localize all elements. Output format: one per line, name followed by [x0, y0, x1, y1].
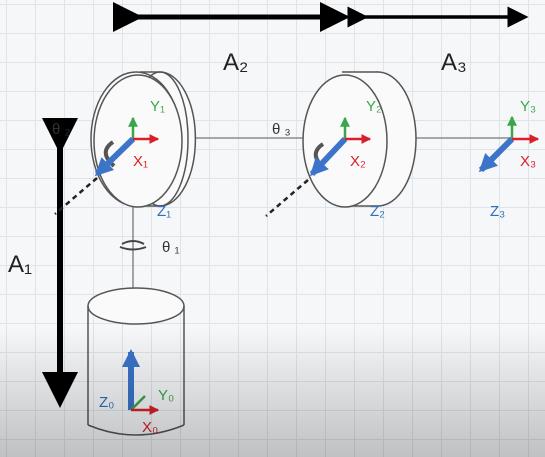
x2-label: X₂: [350, 153, 366, 170]
y0-label: Y₀: [158, 387, 174, 404]
theta2-label: θ ₂: [52, 121, 71, 138]
frame0-axes: [122, 349, 160, 415]
theta1-label: θ ₁: [162, 239, 180, 256]
theta3-label: θ ₃: [272, 121, 291, 138]
x0-label: X₀: [142, 419, 158, 436]
frame2-axes: [309, 116, 372, 177]
a1-label: A₁: [8, 251, 32, 278]
frame3-axes: [478, 115, 540, 173]
z1-dashed-extension: [54, 177, 98, 215]
z1-label: Z₁: [157, 203, 171, 220]
z0-label: Z₀: [99, 394, 114, 411]
frame1-z-axis: [94, 136, 136, 177]
frame0-y-axis: [130, 395, 146, 411]
x1-label: X₁: [133, 153, 148, 170]
z2-label: Z₂: [370, 203, 385, 220]
base-cylinder: [87, 287, 185, 436]
z2-dashed-extension: [265, 179, 309, 217]
y2-label: Y₂: [366, 98, 382, 115]
frame3-z-axis: [478, 136, 515, 173]
y3-label: Y₃: [520, 98, 536, 115]
x3-label: X₃: [520, 153, 536, 170]
theta1-rotation-icon: [119, 240, 147, 251]
a3-label: A₃: [441, 49, 467, 76]
y1-label: Y₁: [150, 98, 165, 115]
frame1-axes: [94, 116, 160, 177]
z3-label: Z₃: [490, 203, 505, 220]
frame2-z-axis: [309, 136, 348, 177]
a2-label: A₂: [223, 49, 248, 76]
